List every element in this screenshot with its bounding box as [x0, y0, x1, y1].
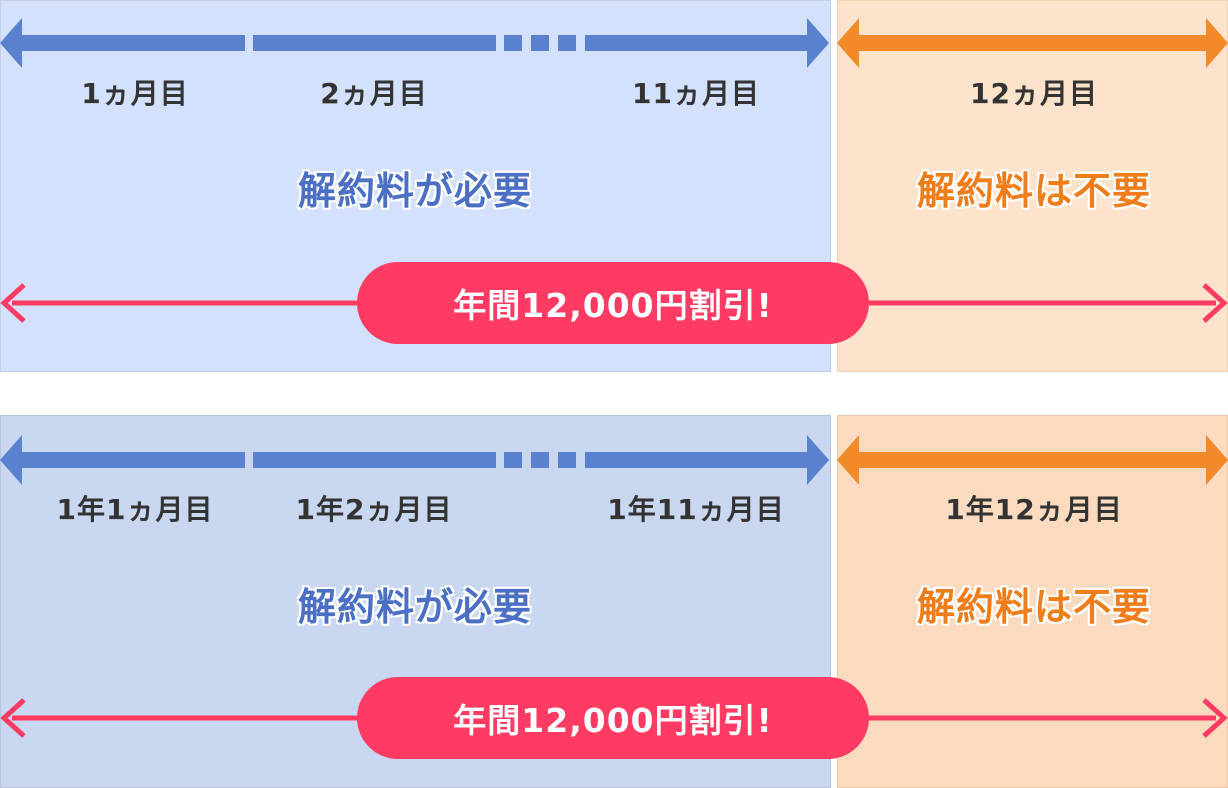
row1-month-label-11: 11ヵ月目	[632, 77, 760, 110]
row2-free-period-panel	[837, 415, 1228, 788]
row1-month-label-2: 2ヵ月目	[320, 77, 428, 110]
row1-month-label-1: 1ヵ月目	[81, 77, 189, 110]
row2-fee-not-required-label: 解約料は不要	[916, 585, 1152, 629]
row1-free-period-panel	[837, 0, 1228, 372]
row1-orange-timeline-arrow	[837, 18, 1228, 68]
row1-fee-required-label: 解約料が必要	[297, 169, 533, 213]
row2-month-label-2: 1年2ヵ月目	[295, 493, 453, 526]
row2-discount-badge: 年間12,000円割引!	[357, 677, 869, 759]
row2-month-label-12: 1年12ヵ月目	[945, 493, 1123, 526]
row2-month-label-1: 1年1ヵ月目	[56, 493, 214, 526]
row1-discount-badge: 年間12,000円割引!	[357, 262, 869, 344]
row2-blue-timeline-arrow	[0, 435, 829, 485]
row1-month-label-12: 12ヵ月目	[970, 77, 1098, 110]
row1-blue-timeline-arrow	[0, 18, 829, 68]
row2-month-label-11: 1年11ヵ月目	[607, 493, 785, 526]
row1-fee-not-required-label: 解約料は不要	[916, 169, 1152, 213]
row2-fee-required-label: 解約料が必要	[297, 585, 533, 629]
row2-orange-timeline-arrow	[837, 435, 1228, 485]
